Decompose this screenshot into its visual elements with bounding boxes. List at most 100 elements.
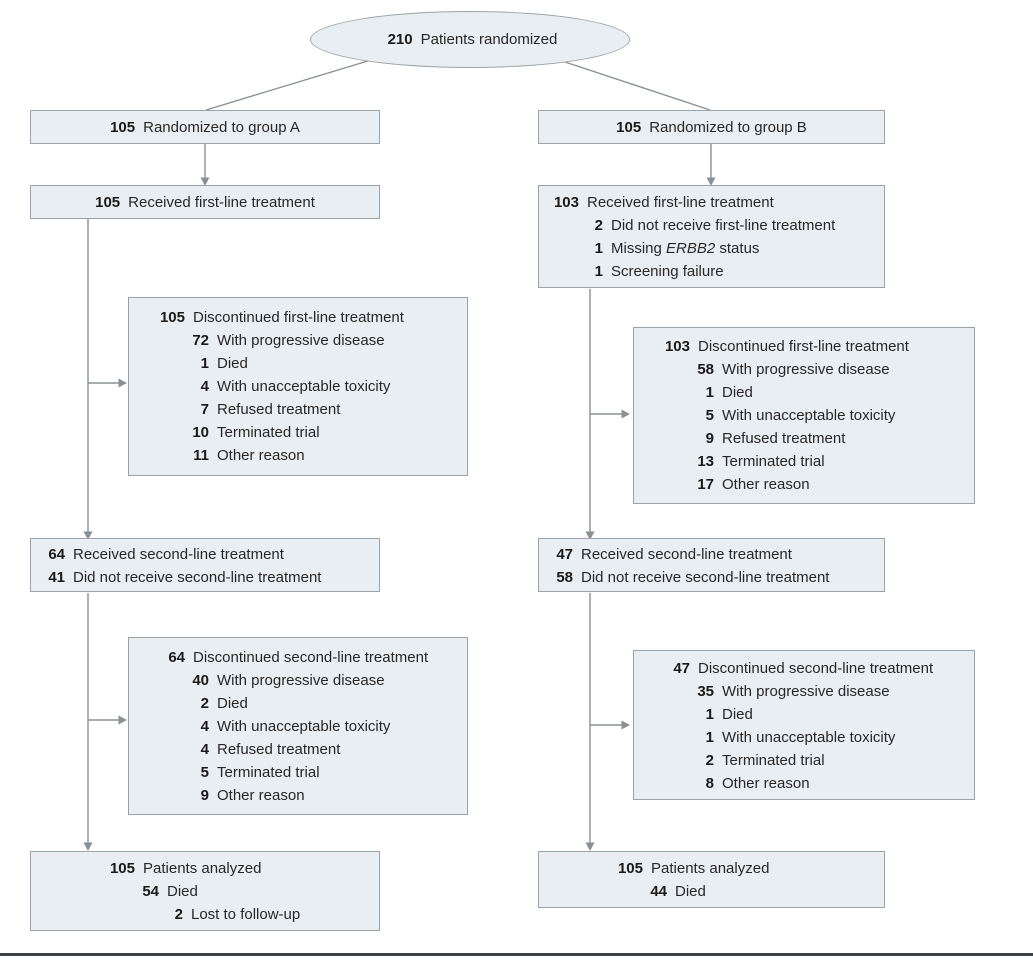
count-value: 41 [48,569,65,586]
flow-line: 105 Discontinued first-line treatment [155,306,467,329]
count-value: 44 [650,883,667,900]
line-label: Received second-line treatment [581,546,792,563]
line-label: With unacceptable toxicity [217,718,391,735]
count-value: 7 [200,401,209,418]
count-value: 64 [168,649,185,666]
line-label: Died [722,384,753,401]
flow-line: 4 Refused treatment [179,738,467,761]
count-value: 8 [705,775,714,792]
line-label: Died [217,695,248,712]
count-value: 13 [697,453,714,470]
line-label: With progressive disease [722,361,890,378]
box-group-a: 105 Randomized to group A [30,110,380,144]
flow-line: 41 Did not receive second-line treatment [35,566,379,589]
box-firstline-a: 105 Received first-line treatment [30,185,380,219]
line-label: Screening failure [611,263,724,280]
count-value: 47 [673,660,690,677]
count-value: 4 [200,718,209,735]
line-label: Patients analyzed [143,860,262,877]
flow-line: 105 Randomized to group A [31,116,379,139]
count-value: 11 [193,447,209,464]
line-label: With unacceptable toxicity [217,378,391,395]
count-value: 105 [109,860,135,877]
line-label: Terminated trial [217,424,320,441]
flow-line: 35 With progressive disease [684,680,974,703]
line-label: Patients analyzed [651,860,770,877]
flow-line: 7 Refused treatment [179,398,467,421]
count-value: 72 [192,332,209,349]
line-label: Randomized to group A [143,118,300,136]
line-label: Other reason [217,787,305,804]
flow-line: 105 Received first-line treatment [31,191,379,214]
line-label: Other reason [722,775,810,792]
count-value: 103 [553,194,579,211]
count-value: 47 [556,546,573,563]
count-value: 1 [705,729,714,746]
line-label: Other reason [722,476,810,493]
flow-line: 5 Terminated trial [179,761,467,784]
line-label: Discontinued first-line treatment [193,309,404,326]
line-label: Patients randomized [420,31,558,48]
count-value: 4 [200,741,209,758]
line-label: Did not receive second-line treatment [73,569,322,586]
line-label: Discontinued second-line treatment [193,649,429,666]
count-value: 35 [697,683,714,700]
count-value: 5 [200,764,209,781]
line-label: Refused treatment [217,401,341,418]
count-value: 58 [697,361,714,378]
flow-line: 44 Died [637,880,884,903]
count-value: 103 [664,338,690,355]
line-label: Terminated trial [217,764,320,781]
count-value: 9 [200,787,209,804]
flow-line: 1 With unacceptable toxicity [684,726,974,749]
count-value: 1 [594,240,603,257]
line-label: Died [217,355,248,372]
count-value: 105 [110,118,136,136]
line-label: With progressive disease [722,683,890,700]
flow-line: 105 Patients analyzed [105,857,379,880]
line-label: Refused treatment [217,741,341,758]
count-value: 105 [159,309,185,326]
count-value: 1 [705,384,714,401]
line-label: With unacceptable toxicity [722,729,896,746]
figure-bottom-rule [0,953,1033,956]
line-label: Lost to follow-up [191,906,301,923]
count-value: 105 [95,193,121,211]
count-value: 54 [142,883,159,900]
line-label: Died [675,883,706,900]
flow-line: 64 Discontinued second-line treatment [155,646,467,669]
flow-line: 13 Terminated trial [684,450,974,473]
line-label: Refused treatment [722,430,846,447]
line-label: Received first-line treatment [128,193,315,211]
line-label: Terminated trial [722,752,825,769]
line-label: Terminated trial [722,453,825,470]
count-value: 4 [200,378,209,395]
line-label: With progressive disease [217,672,385,689]
